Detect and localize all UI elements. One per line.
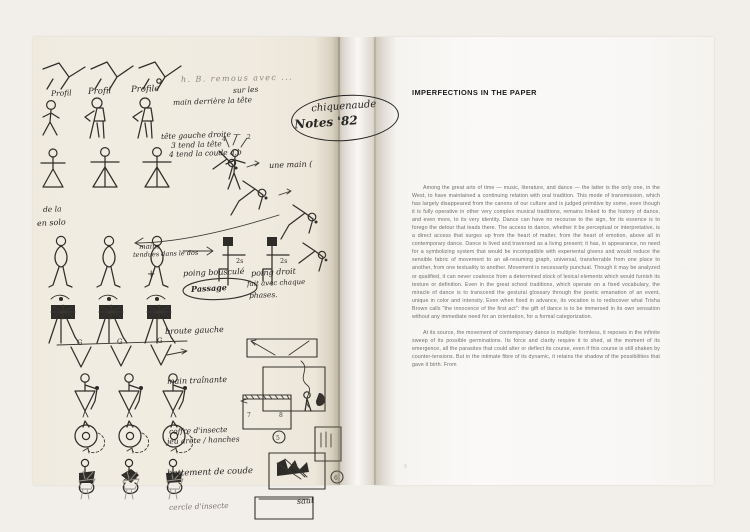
figure-jumping: 4 2: [222, 134, 251, 190]
annotation: Profil: [87, 86, 112, 97]
annotation: Profile: [130, 84, 160, 95]
annotation: en solo: [36, 217, 66, 228]
annotation: une main (: [268, 159, 313, 170]
body-text: Among the great arts of time — music, li…: [412, 184, 660, 369]
figure-row-scribbled: [48, 294, 176, 344]
annotation: Profil: [50, 88, 72, 98]
annotation: jeu arête / hanches: [166, 434, 240, 446]
svg-text:6: 6: [334, 475, 338, 482]
annotation: main traînante: [166, 374, 228, 386]
svg-text:G: G: [157, 337, 163, 345]
figure-row-pale: [78, 470, 184, 500]
svg-text:2s: 2s: [280, 257, 287, 265]
figure-row-chevrons: [42, 61, 182, 91]
svg-text:7: 7: [247, 412, 251, 419]
annotation: Passage: [190, 282, 228, 294]
svg-text:G: G: [77, 339, 83, 347]
annotation: phases.: [248, 290, 278, 300]
svg-text:G: G: [117, 338, 123, 346]
annotation: de la: [42, 204, 62, 214]
annotation: main derrière la tête: [172, 95, 253, 107]
curved-arrow: [134, 214, 280, 248]
annotation: +: [147, 269, 156, 280]
svg-text:2s: 2s: [236, 257, 243, 265]
page-number: 9: [404, 464, 407, 470]
annotation: sur les: [232, 84, 259, 95]
figure-row-arms-behind: [48, 235, 169, 288]
paragraph: Among the great arts of time — music, li…: [412, 185, 660, 320]
svg-text:4: 4: [222, 136, 226, 143]
annotation: saut: [296, 495, 315, 506]
svg-text:2: 2: [247, 134, 251, 141]
oval-annotation-line1: chiquenaude: [310, 98, 377, 115]
figure-row-hanging-arm: [74, 373, 187, 418]
annotation: broute gauche: [164, 324, 224, 336]
paragraph: At its source, the movement of contempor…: [412, 329, 660, 368]
stage-plan-diagrams: 7 8 5 6: [240, 338, 344, 520]
oval-annotation-line2: Notes '82: [293, 113, 359, 132]
figure-row-profiles: [42, 97, 154, 139]
right-printed-page: IMPERFECTIONS IN THE PAPER Among the gre…: [374, 37, 714, 485]
figure-row-zigzag-path: G G G: [56, 337, 188, 368]
figure-row-insect-shell: [74, 420, 194, 454]
page-title: IMPERFECTIONS IN THE PAPER: [412, 88, 537, 97]
svg-text:8: 8: [279, 412, 283, 419]
margin-speck: ··: [681, 265, 687, 271]
annotation: cercle d'insecte: [168, 500, 229, 512]
left-notebook-page: h. B. remous avec ...: [33, 37, 401, 520]
figure-row-skirted: [40, 146, 172, 188]
circled-word-ellipse: [182, 277, 258, 301]
svg-text:5: 5: [276, 435, 280, 442]
figure-barre-group: 2s 2s: [182, 237, 328, 286]
